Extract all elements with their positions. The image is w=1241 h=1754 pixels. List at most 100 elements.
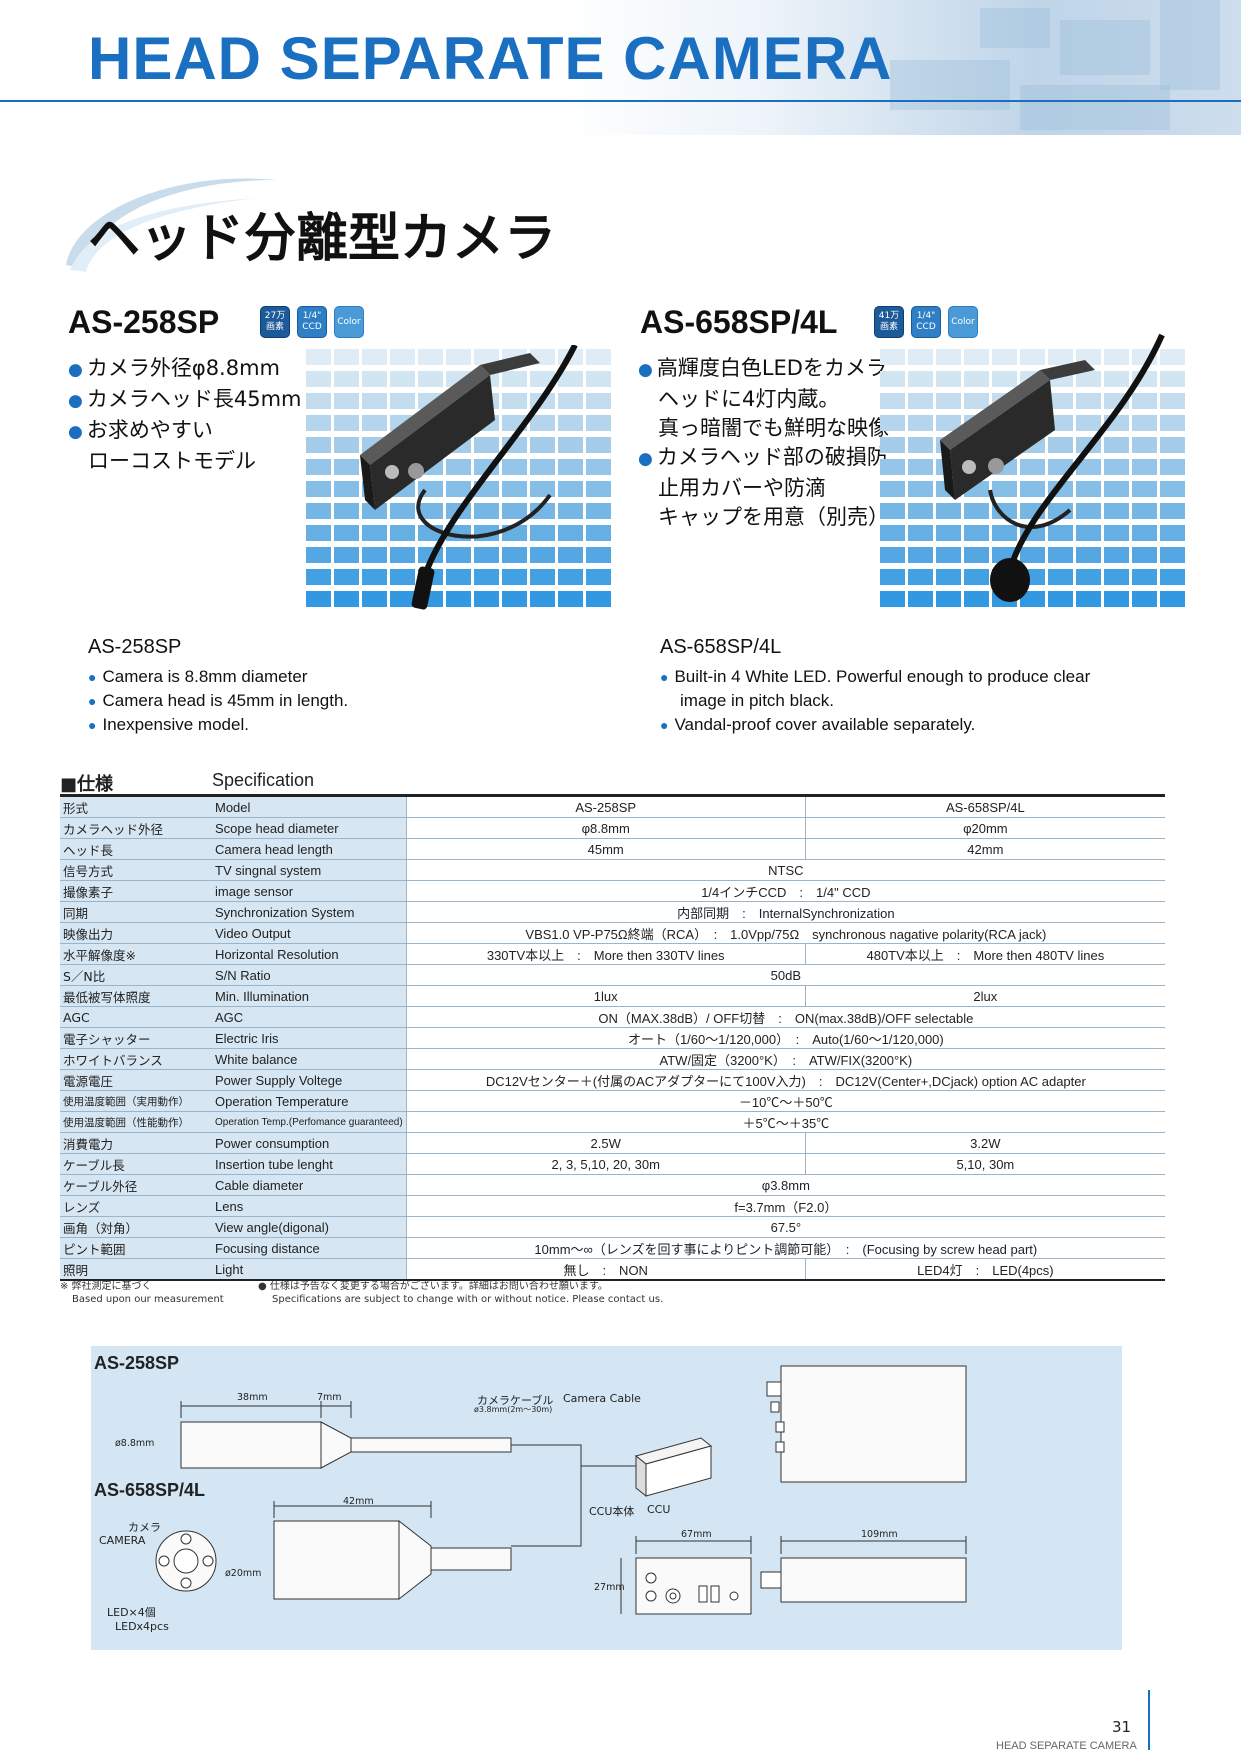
mosaic-tile bbox=[1076, 503, 1101, 519]
mosaic-tile bbox=[880, 481, 905, 497]
mosaic-tile bbox=[306, 415, 331, 431]
spec-label-jp: 電子シャッター bbox=[60, 1027, 212, 1049]
mosaic-tile bbox=[1020, 481, 1045, 497]
mosaic-tile bbox=[1076, 481, 1101, 497]
mosaic-tile bbox=[1020, 459, 1045, 475]
mosaic-tile bbox=[502, 569, 527, 585]
spec-label-en: Insertion tube lenght bbox=[212, 1153, 407, 1175]
spec-label-en: View angle(digonal) bbox=[212, 1216, 407, 1238]
mosaic-tile bbox=[880, 547, 905, 563]
mosaic-tile bbox=[558, 393, 583, 409]
mosaic-tile bbox=[964, 547, 989, 563]
mosaic-tile bbox=[1160, 393, 1185, 409]
spec-label-jp: 消費電力 bbox=[60, 1132, 212, 1154]
mosaic-tile bbox=[1104, 547, 1129, 563]
mosaic-tile bbox=[306, 525, 331, 541]
mosaic-tile bbox=[1076, 525, 1101, 541]
mosaic-tile bbox=[1104, 371, 1129, 387]
spec-value-as658sp: 42mm bbox=[804, 838, 1165, 860]
dim-42mm: 42mm bbox=[343, 1496, 374, 1507]
spec-value-as258sp: φ8.8mm bbox=[405, 817, 806, 839]
mosaic-tile bbox=[908, 525, 933, 541]
mosaic-tile bbox=[964, 569, 989, 585]
mosaic-tile bbox=[1160, 591, 1185, 607]
mosaic-tile bbox=[390, 371, 415, 387]
mosaic-tile bbox=[390, 503, 415, 519]
spec-label-en: Scope head diameter bbox=[212, 817, 407, 839]
table-row: 画角（対角）View angle(digonal)67.5° bbox=[60, 1216, 1165, 1238]
mosaic-tile bbox=[1132, 437, 1157, 453]
mosaic-tile bbox=[586, 349, 611, 365]
list-item: ●カメラ外径φ8.8mm bbox=[68, 356, 281, 380]
badge-ccd: 1/4"CCD bbox=[911, 306, 941, 338]
mosaic-tile bbox=[362, 415, 387, 431]
diagram-drawing bbox=[155, 1365, 967, 1615]
diagram-model-b: AS-658SP/4L bbox=[94, 1480, 206, 1500]
cable-spec: ø3.8mm(2m～30m) bbox=[474, 1405, 553, 1414]
list-item: ローコストモデル bbox=[88, 449, 256, 473]
mosaic-tile bbox=[1132, 481, 1157, 497]
spec-label-en: TV singnal system bbox=[212, 859, 407, 881]
mosaic-tile bbox=[880, 349, 905, 365]
mosaic-tile bbox=[992, 371, 1017, 387]
mosaic-tile bbox=[1132, 591, 1157, 607]
spec-label-jp: 使用温度範囲（性能動作） bbox=[60, 1111, 212, 1133]
list-item: ●Camera is 8.8mm diameter bbox=[88, 667, 308, 686]
spec-value: オート（1/60～1/120,000） : Auto(1/60～1/120,00… bbox=[405, 1027, 1165, 1049]
mosaic-tile bbox=[1020, 547, 1045, 563]
spec-label-en: Operation Temperature bbox=[212, 1090, 407, 1112]
mosaic-tile bbox=[474, 591, 499, 607]
list-item: ●Vandal-proof cover available separately… bbox=[660, 715, 976, 734]
mosaic-tile bbox=[418, 371, 443, 387]
mosaic-tile bbox=[1160, 547, 1185, 563]
spec-label-en: S/N Ratio bbox=[212, 964, 407, 986]
dim-67mm: 67mm bbox=[681, 1529, 712, 1540]
mosaic-tile bbox=[936, 371, 961, 387]
list-item: ●カメラヘッド部の破損防 bbox=[638, 445, 888, 469]
spec-value-as258sp: 1lux bbox=[405, 985, 806, 1007]
mosaic-tile bbox=[446, 349, 471, 365]
table-row: 使用温度範囲（実用動作）Operation Temperature－10℃～＋5… bbox=[60, 1090, 1165, 1112]
mosaic-tile bbox=[908, 415, 933, 431]
spec-value-as658sp: LED4灯 : LED(4pcs) bbox=[804, 1258, 1165, 1281]
spec-value: －10℃～＋50℃ bbox=[405, 1090, 1165, 1112]
badge-color: Color bbox=[948, 306, 978, 338]
mosaic-tile bbox=[908, 503, 933, 519]
spec-label-jp: 撮像素子 bbox=[60, 880, 212, 902]
mosaic-tile bbox=[558, 503, 583, 519]
mosaic-tile bbox=[362, 525, 387, 541]
mosaic-tile bbox=[908, 547, 933, 563]
mosaic-tile bbox=[880, 393, 905, 409]
spec-value-as658sp: AS-658SP/4L bbox=[804, 794, 1165, 818]
mosaic-tile bbox=[1048, 349, 1073, 365]
spec-value: f=3.7mm（F2.0） bbox=[405, 1195, 1165, 1217]
footer-title: HEAD SEPARATE CAMERA bbox=[996, 1740, 1137, 1752]
mosaic-tile bbox=[1104, 459, 1129, 475]
mosaic-tile bbox=[936, 569, 961, 585]
mosaic-tile bbox=[446, 459, 471, 475]
mosaic-tile bbox=[586, 393, 611, 409]
mosaic-tile bbox=[992, 525, 1017, 541]
mosaic-tile bbox=[586, 525, 611, 541]
spec-label-en: Horizontal Resolution bbox=[212, 943, 407, 965]
dim-20mm: ø20mm bbox=[225, 1568, 262, 1579]
mosaic-tile bbox=[334, 525, 359, 541]
mosaic-tile bbox=[1076, 459, 1101, 475]
feature-list-en: ●Camera is 8.8mm diameter ●Camera head i… bbox=[88, 665, 348, 737]
spec-value: 67.5° bbox=[405, 1216, 1165, 1238]
spec-value: φ3.8mm bbox=[405, 1174, 1165, 1196]
product-model-title: AS-658SP/4L bbox=[640, 304, 838, 340]
feature-list-jp: ●高輝度白色LEDをカメラ ヘッドに4灯内蔵。 真っ暗闇でも鮮明な映像 ●カメラ… bbox=[638, 354, 889, 532]
mosaic-tile bbox=[334, 591, 359, 607]
mosaic-tile bbox=[530, 459, 555, 475]
mosaic-tile bbox=[908, 371, 933, 387]
mosaic-tile bbox=[558, 415, 583, 431]
